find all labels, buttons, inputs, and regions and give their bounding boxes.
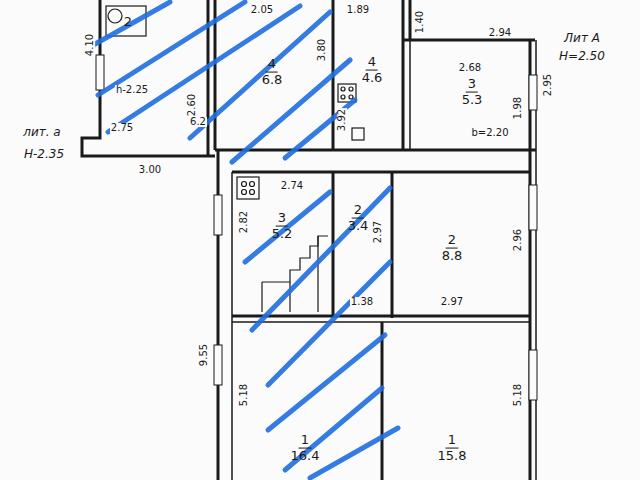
dimension-label: 2.74 [280, 181, 304, 191]
dimension-label: 2.96 [513, 228, 523, 252]
dimension-label: 2.05 [250, 5, 274, 15]
dimension-label: h-2.25 [115, 85, 149, 95]
dimension-label: 2.60 [187, 93, 197, 117]
dimension-label: 3.80 [317, 38, 327, 62]
dimension-label: 5.18 [239, 383, 249, 407]
room-number: 1 [299, 433, 311, 449]
room-area: 16.4 [289, 449, 322, 464]
room-area: 5.3 [460, 93, 485, 108]
dimension-label: 5.18 [513, 383, 523, 407]
dimension-label: лит. а [22, 126, 61, 138]
dimension-label: 2.94 [488, 28, 512, 38]
room-number: 1 [446, 433, 458, 449]
room-area: 4.6 [360, 71, 385, 86]
room-number: 2 [352, 203, 364, 219]
room-area: 8.8 [440, 249, 465, 264]
room: 28.8 [392, 172, 530, 316]
room-label: 115.8 [436, 433, 469, 464]
dimension-label: 9.55 [199, 343, 209, 367]
dimension-label: 2.82 [239, 210, 249, 234]
room-label: 2 [122, 15, 134, 30]
room-number: 4 [266, 57, 278, 73]
room-number: 4 [366, 55, 378, 71]
dimension-label: 4.10 [85, 33, 95, 57]
room: 115.8 [382, 322, 530, 480]
dimension-label: 6.2 [189, 117, 207, 127]
dimension-label: 1.40 [415, 10, 425, 34]
room-number: 3 [466, 77, 478, 93]
room-label: 28.8 [440, 233, 465, 264]
dimension-label: 1.38 [350, 297, 374, 307]
room-label: 46.8 [260, 57, 285, 88]
room-area: 15.8 [436, 449, 469, 464]
dimension-label: Лит А [563, 32, 601, 44]
room-label: 23.4 [346, 203, 371, 234]
room: 46.8 [215, 0, 333, 150]
room-number: 2 [122, 15, 134, 30]
dimension-label: Н=2.50 [558, 50, 606, 62]
room: 116.4 [232, 322, 382, 480]
dimension-label: 1.98 [513, 96, 523, 120]
dimension-label: 2.68 [458, 63, 482, 73]
room-area: 6.8 [260, 73, 285, 88]
room: 23.4 [333, 172, 392, 316]
dimension-label: 2.75 [110, 123, 134, 133]
room-label: 116.4 [289, 433, 322, 464]
room-area: 5.2 [270, 227, 295, 242]
room-number: 2 [446, 233, 458, 249]
room-number: 3 [276, 211, 288, 227]
dimension-label: 2.97 [440, 297, 464, 307]
dimension-label: 3.92 [337, 108, 347, 132]
room-label: 35.2 [270, 211, 295, 242]
dimension-label: Н-2.35 [23, 148, 65, 160]
dimension-label: 2.97 [373, 220, 383, 244]
dimension-label: b=2.20 [471, 128, 510, 138]
room-label: 44.6 [360, 55, 385, 86]
dimension-label: 3.00 [138, 165, 162, 175]
room: 35.2 [232, 172, 333, 316]
room-area: 3.4 [346, 219, 371, 234]
dimension-label: 1.89 [346, 5, 370, 15]
room-label: 35.3 [460, 77, 485, 108]
dimension-label: 2.95 [543, 73, 553, 97]
